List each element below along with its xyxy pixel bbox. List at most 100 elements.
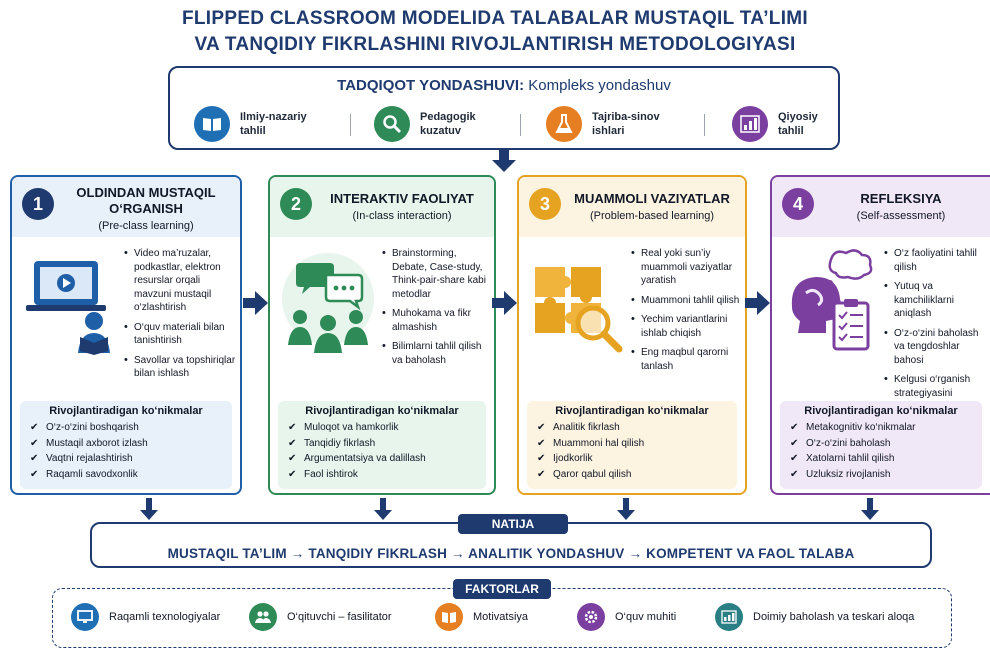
stage-bullet: O‘quv materiali bilan tanishtirish xyxy=(124,321,236,348)
stage-subtitle: (Pre-class learning) xyxy=(98,220,194,232)
method-label-line1: Tajriba-sinov xyxy=(592,111,660,123)
separator xyxy=(520,114,521,136)
stage-title-line1: INTERAKTIV FAOLIYAT xyxy=(330,191,474,206)
factor-label: O‘qituvchi – fasilitator xyxy=(287,611,392,623)
factors-tag: FAKTORLAR xyxy=(453,579,551,599)
group-discussion-icon xyxy=(282,253,374,353)
stage-bullet: Yechim variantlarini ishlab chiqish xyxy=(631,313,741,340)
stage-card-reflection: 4 REFLEKSIYA (Self-assessment) O‘z faoli… xyxy=(770,175,990,495)
stage-title: REFLEKSIYA (Self-assessment) xyxy=(816,191,986,224)
skill-item: O‘z-o‘zini baholash xyxy=(790,436,972,452)
stage-title: MUAMMOLI VAZIYATLAR (Problem-based learn… xyxy=(563,191,741,224)
method-label-line1: Qiyosiy xyxy=(778,111,818,123)
stage-bullets: Video ma’ruzalar, podkastlar, elektron r… xyxy=(124,247,236,387)
factor-teacher-facilitator: O‘qituvchi – fasilitator xyxy=(249,603,392,631)
gear-icon xyxy=(577,603,605,631)
arrow-right-icon xyxy=(745,291,770,315)
stage-title-line1: REFLEKSIYA xyxy=(860,191,942,206)
people-icon xyxy=(249,603,277,631)
stage-bullet: Muammoni tahlil qilish xyxy=(631,294,741,308)
bar-chart-icon xyxy=(732,106,768,142)
stage-card-in-class: 2 INTERAKTIV FAOLIYAT (In-class interact… xyxy=(268,175,496,495)
skills-title: Rivojlantiradigan ko‘nikmalar xyxy=(804,405,958,417)
factor-digital-technologies: Raqamli texnologiyalar xyxy=(71,603,220,631)
skill-item: Muloqot va hamkorlik xyxy=(288,420,476,436)
skills-box: Rivojlantiradigan ko‘nikmalar O‘z-o‘zini… xyxy=(20,401,232,489)
approach-title: TADQIQOT YONDASHUVI: Kompleks yondashuv xyxy=(170,77,838,94)
book-icon xyxy=(435,603,463,631)
approach-title-value: Kompleks yondashuv xyxy=(528,77,671,94)
laptop-video-student-icon xyxy=(26,261,110,355)
stage-bullet: Brainstorming, Debate, Case-study, Think… xyxy=(382,247,490,301)
stage-bullet: Muhokama va fikr almashish xyxy=(382,307,490,334)
bar-chart-icon xyxy=(715,603,743,631)
method-label-line2: tahlil xyxy=(240,125,266,137)
stage-bullet: Bilimlarni tahlil qilish va baholash xyxy=(382,340,490,367)
arrow-down-icon xyxy=(617,498,635,520)
monitor-icon xyxy=(71,603,99,631)
stage-card-pre-class: 1 OLDINDAN MUSTAQIL O‘RGANISH (Pre-class… xyxy=(10,175,242,495)
stage-bullets: O‘z faoliyatini tahlil qilish Yutuq va k… xyxy=(884,247,986,420)
head-thought-checklist-icon xyxy=(791,249,873,351)
skill-item: Faol ishtirok xyxy=(288,467,476,483)
skills-box: Rivojlantiradigan ko‘nikmalar Analitik f… xyxy=(527,401,737,489)
skill-item: Vaqtni rejalashtirish xyxy=(30,451,222,467)
stage-number: 4 xyxy=(782,188,814,220)
page-title-line-2: VA TANQIDIY FIKRLASHINI RIVOJLANTIRISH M… xyxy=(194,34,796,55)
stage-number: 2 xyxy=(280,188,312,220)
stage-subtitle: (In-class interaction) xyxy=(352,210,452,222)
stage-title-line1: OLDINDAN MUSTAQIL xyxy=(76,185,216,200)
stage-number: 3 xyxy=(529,188,561,220)
page-title-line-1: FLIPPED CLASSROOM MODELIDA TALABALAR MUS… xyxy=(182,8,808,29)
approach-title-label: TADQIQOT YONDASHUVI: xyxy=(337,77,525,94)
stage-title: OLDINDAN MUSTAQIL O‘RGANISH (Pre-class l… xyxy=(56,185,236,234)
stage-bullet: Eng maqbul qarorni tanlash xyxy=(631,346,741,373)
stage-bullet: Video ma’ruzalar, podkastlar, elektron r… xyxy=(124,247,236,315)
stage-card-problem-based: 3 MUAMMOLI VAZIYATLAR (Problem-based lea… xyxy=(517,175,747,495)
skill-item: Muammoni hal qilish xyxy=(537,436,727,452)
method-label-line2: kuzatuv xyxy=(420,125,461,137)
factor-label: Doimiy baholash va teskari aloqa xyxy=(753,611,915,623)
skills-box: Rivojlantiradigan ko‘nikmalar Metakognit… xyxy=(780,401,982,489)
factor-learning-environment: O‘quv muhiti xyxy=(577,603,676,631)
stage-bullet: O‘z faoliyatini tahlil qilish xyxy=(884,247,986,274)
skill-item: Raqamli savodxonlik xyxy=(30,467,222,483)
arrow-right-icon xyxy=(243,291,268,315)
skills-title: Rivojlantiradigan ko‘nikmalar xyxy=(305,405,459,417)
factor-label: Raqamli texnologiyalar xyxy=(109,611,221,623)
skills-title: Rivojlantiradigan ko‘nikmalar xyxy=(49,405,203,417)
skill-item: Analitik fikrlash xyxy=(537,420,727,436)
magnifier-icon xyxy=(374,106,410,142)
stage-title: INTERAKTIV FAOLIYAT (In-class interactio… xyxy=(314,191,490,224)
book-icon xyxy=(194,106,230,142)
arrow-right-icon xyxy=(492,291,517,315)
skill-item: Uzluksiz rivojlanish xyxy=(790,467,972,483)
flask-icon xyxy=(546,106,582,142)
stage-number: 1 xyxy=(22,188,54,220)
skill-item: Tanqidiy fikrlash xyxy=(288,436,476,452)
method-comparative-analysis: Qiyosiy tahlil xyxy=(732,106,868,142)
research-approach-box: TADQIQOT YONDASHUVI: Kompleks yondashuv … xyxy=(168,66,840,150)
stage-bullet: Real yoki sun’iy muammoli vaziyatlar yar… xyxy=(631,247,741,288)
method-label-line2: tahlil xyxy=(778,125,804,137)
arrow-down-icon xyxy=(861,498,879,520)
factor-motivation: Motivatsiya xyxy=(435,603,528,631)
skill-item: O‘z-o‘zini boshqarish xyxy=(30,420,222,436)
result-box: NATIJA MUSTAQIL TA’LIM → TANQIDIY FIKRLA… xyxy=(90,514,932,568)
stage-bullets: Brainstorming, Debate, Case-study, Think… xyxy=(382,247,490,373)
stage-title-line2: O‘RGANISH xyxy=(109,201,183,216)
separator xyxy=(350,114,351,136)
result-text: MUSTAQIL TA’LIM → TANQIDIY FIKRLASH → AN… xyxy=(167,546,855,561)
method-scientific-analysis: Ilmiy-nazariy tahlil xyxy=(194,106,330,142)
arrow-down-icon xyxy=(374,498,392,520)
stage-subtitle: (Problem-based learning) xyxy=(589,210,715,222)
skill-item: Metakognitiv ko‘nikmalar xyxy=(790,420,972,436)
stage-subtitle: (Self-assessment) xyxy=(856,210,946,222)
stage-bullet: O‘z-o‘zini baholash va tengdoshlar bahos… xyxy=(884,327,986,368)
factor-continuous-assessment: Doimiy baholash va teskari aloqa xyxy=(715,603,914,631)
method-label-line1: Ilmiy-nazariy xyxy=(240,111,307,123)
method-label-line1: Pedagogik xyxy=(420,111,476,123)
stage-bullet: Yutuq va kamchiliklarni aniqlash xyxy=(884,280,986,321)
skills-box: Rivojlantiradigan ko‘nikmalar Muloqot va… xyxy=(278,401,486,489)
factor-label: Motivatsiya xyxy=(473,611,529,623)
